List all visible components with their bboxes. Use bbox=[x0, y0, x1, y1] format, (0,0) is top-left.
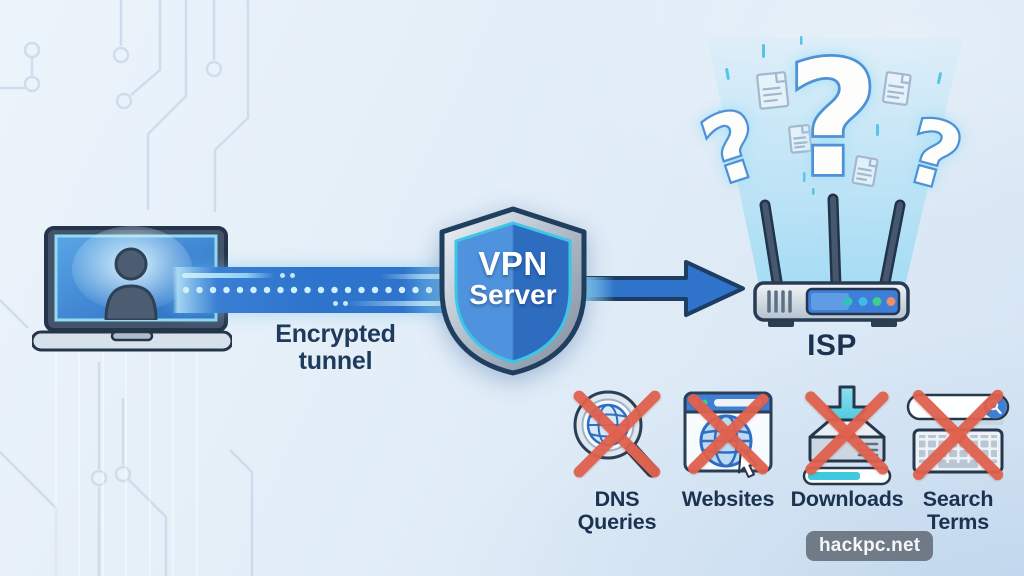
encrypted-tunnel-label: Encrypted tunnel bbox=[248, 321, 423, 374]
blocked-item-label: Websites bbox=[681, 487, 775, 511]
document-icons bbox=[756, 71, 912, 188]
circuit-traces bbox=[0, 0, 254, 576]
tunnel-streak bbox=[380, 274, 446, 279]
led-2 bbox=[858, 297, 868, 306]
flow-arrow-icon bbox=[583, 260, 745, 317]
tunnel-data-dots bbox=[182, 286, 446, 294]
blocked-item-label: Downloads bbox=[791, 488, 904, 511]
shield-label-line1: VPN bbox=[478, 245, 548, 282]
watermark-badge: hackpc.net bbox=[806, 531, 934, 561]
shield-label-line2: Server bbox=[469, 279, 557, 310]
progress-bar bbox=[808, 472, 860, 480]
led-3 bbox=[872, 297, 882, 306]
tunnel-streak bbox=[346, 301, 442, 306]
blocked-item-label: DNS Queries bbox=[578, 488, 657, 533]
label-line2: Queries bbox=[577, 509, 657, 534]
blocked-item-websites: Websites bbox=[676, 388, 780, 511]
label-line1: Search bbox=[922, 487, 994, 511]
vpn-server-shield: VPN Server bbox=[434, 205, 592, 377]
tunnel-label-line2: tunnel bbox=[298, 346, 373, 375]
question-marks: ? ? ? bbox=[688, 30, 974, 215]
label-line1: DNS bbox=[594, 487, 640, 511]
blocked-item-label: Search Terms bbox=[923, 488, 994, 533]
label-line1: Websites bbox=[681, 487, 775, 511]
router-vents bbox=[767, 290, 792, 313]
tunnel-dot bbox=[290, 273, 295, 278]
vpn-server-label: VPN Server bbox=[434, 247, 592, 311]
sparkle-dashes bbox=[718, 36, 953, 195]
tunnel-label-line1: Encrypted bbox=[275, 320, 396, 348]
label-line2: Terms bbox=[927, 509, 989, 534]
isp-router-icon bbox=[753, 193, 910, 327]
router-antennas bbox=[759, 193, 906, 294]
encrypted-tunnel-graphic bbox=[172, 267, 454, 313]
router-status-leds bbox=[843, 297, 896, 306]
blocked-item-dns-queries: DNS Queries bbox=[561, 386, 673, 533]
user-avatar-icon bbox=[104, 247, 158, 320]
laptop-base-notch bbox=[110, 330, 154, 342]
shield-icon bbox=[439, 206, 587, 376]
blocked-item-search-terms: Search Terms bbox=[900, 387, 1016, 533]
question-marks-group: ? ? ? bbox=[688, 30, 974, 215]
question-mark-center: ? bbox=[787, 30, 879, 212]
isp-label: ISP bbox=[807, 329, 857, 362]
blocked-item-downloads: Downloads bbox=[791, 384, 904, 511]
label-line1: Downloads bbox=[790, 487, 904, 511]
led-1 bbox=[843, 297, 853, 306]
router-panel-highlight bbox=[811, 293, 849, 310]
led-4 bbox=[886, 297, 896, 306]
tunnel-streak bbox=[182, 273, 274, 278]
tunnel-dot bbox=[280, 273, 285, 278]
vertical-stripes bbox=[55, 348, 198, 576]
tunnel-dot bbox=[343, 301, 348, 306]
tunnel-dot bbox=[333, 301, 338, 306]
laptop-icon bbox=[32, 226, 232, 352]
